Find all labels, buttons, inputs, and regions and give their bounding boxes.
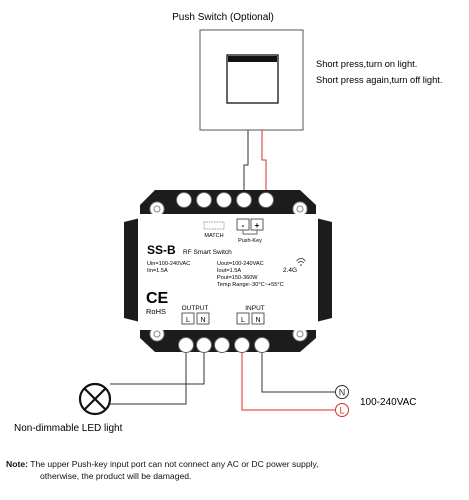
output-terminal-n: N bbox=[200, 317, 205, 324]
note-line-2: otherwise, the product will be damaged. bbox=[40, 471, 192, 481]
instruction-line-2: Short press again,turn off light. bbox=[316, 75, 442, 85]
output-terminals bbox=[181, 312, 210, 325]
wireless-icon bbox=[296, 258, 306, 266]
spec-right-1: Uout=100-240VAC bbox=[217, 261, 264, 267]
match-label: MATCH bbox=[204, 233, 223, 239]
load-label: Non-dimmable LED light bbox=[14, 423, 123, 434]
push-switch-title: Push Switch (Optional) bbox=[172, 12, 274, 23]
ce-mark: CE bbox=[146, 290, 169, 307]
input-label: INPUT bbox=[245, 305, 265, 312]
spec-right-3: Pout=150-360W bbox=[217, 275, 258, 281]
lamp-icon bbox=[78, 382, 112, 416]
label-plate bbox=[138, 214, 318, 330]
bottom-terminal-row bbox=[178, 337, 270, 353]
output-terminal-l: L bbox=[186, 317, 190, 324]
rohs-label: RoHS bbox=[146, 307, 166, 316]
output-label: OUTPUT bbox=[182, 305, 209, 312]
note-label: Note: bbox=[6, 459, 28, 469]
load-wires bbox=[110, 353, 205, 405]
pushkey-terminal-minus: - bbox=[242, 221, 245, 230]
device-body bbox=[124, 190, 332, 353]
live-marker-label: L bbox=[339, 406, 344, 416]
note-line-1: The upper Push-key input port can not co… bbox=[30, 459, 319, 469]
neutral-marker bbox=[335, 385, 349, 399]
rf-label: 2.4G bbox=[283, 267, 297, 274]
input-terminals bbox=[236, 312, 265, 325]
spec-left-1: Uin=100-240VAC bbox=[147, 261, 190, 267]
note: Note: The upper Push-key input port can … bbox=[6, 458, 461, 482]
supply-wires bbox=[241, 353, 335, 411]
match-button bbox=[203, 221, 225, 230]
live-marker bbox=[335, 403, 349, 417]
input-terminal-n: N bbox=[255, 317, 260, 324]
push-switch-wires bbox=[243, 130, 267, 193]
supply-voltage-label: 100-240VAC bbox=[360, 397, 417, 408]
pushkey-label: Push-Key bbox=[238, 238, 262, 244]
model-subtitle: RF Smart Switch bbox=[183, 249, 232, 256]
spec-right-2: Iout=1.5A bbox=[217, 268, 241, 274]
pushkey-terminal-plus: + bbox=[255, 221, 260, 230]
pushkey-terminals bbox=[236, 218, 264, 235]
push-switch bbox=[199, 29, 304, 131]
input-terminal-l: L bbox=[241, 317, 245, 324]
spec-left-2: Iin=1.5A bbox=[147, 268, 168, 274]
spec-right-4: Temp Range:-30°C~+55°C bbox=[217, 282, 284, 288]
switch-rocker bbox=[228, 56, 277, 62]
neutral-marker-label: N bbox=[339, 388, 346, 398]
model-name: SS-B bbox=[147, 243, 176, 257]
instruction-line-1: Short press,turn on light. bbox=[316, 59, 417, 69]
top-terminal-row bbox=[176, 192, 274, 208]
